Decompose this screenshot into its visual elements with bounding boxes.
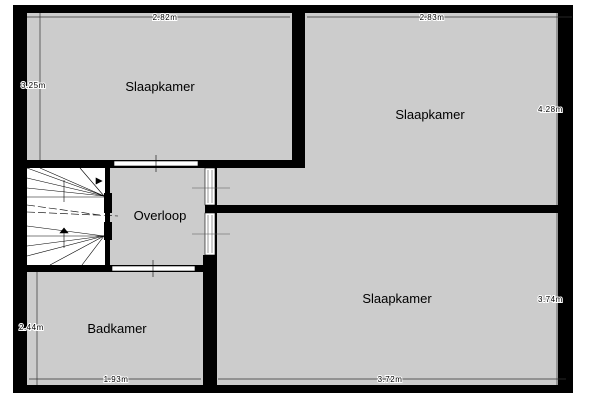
door-bedroom-1 [113, 155, 199, 172]
staircase [27, 168, 105, 265]
dimension-label: 4.28m [538, 105, 563, 114]
room-label: Overloop [134, 208, 187, 223]
wall [104, 222, 112, 240]
dimension-label: 3.74m [538, 295, 563, 304]
room-landing [110, 168, 205, 265]
door-bathroom [111, 260, 196, 277]
wall [198, 160, 305, 168]
dimension-label: 2.82m [153, 13, 178, 22]
room-label: Slaapkamer [125, 79, 195, 94]
wall [292, 5, 305, 168]
wall [27, 160, 114, 168]
stairs-icon [26, 167, 119, 266]
room-bedroom-2-lower [217, 168, 558, 205]
dimension-label: 1.93m [104, 375, 129, 384]
wall [203, 255, 217, 393]
room-label: Slaapkamer [362, 291, 432, 306]
dimension-lines [27, 13, 572, 385]
dimension-label: 3.25m [21, 81, 46, 90]
dimension-label: 3.72m [378, 375, 403, 384]
wall [205, 205, 573, 213]
dimension-label: 2.83m [420, 13, 445, 22]
wall [104, 193, 112, 213]
dimension-label: 2.44m [19, 323, 44, 332]
room-bedroom-1 [27, 13, 292, 160]
room-bathroom [27, 272, 203, 385]
door-bedroom-3 [192, 212, 230, 256]
room-bedroom-3 [217, 213, 558, 385]
room-label: Slaapkamer [395, 107, 465, 122]
wall [195, 265, 217, 272]
wall [27, 265, 112, 272]
door-bedroom-2 [192, 167, 230, 206]
room-label: Badkamer [87, 321, 147, 336]
